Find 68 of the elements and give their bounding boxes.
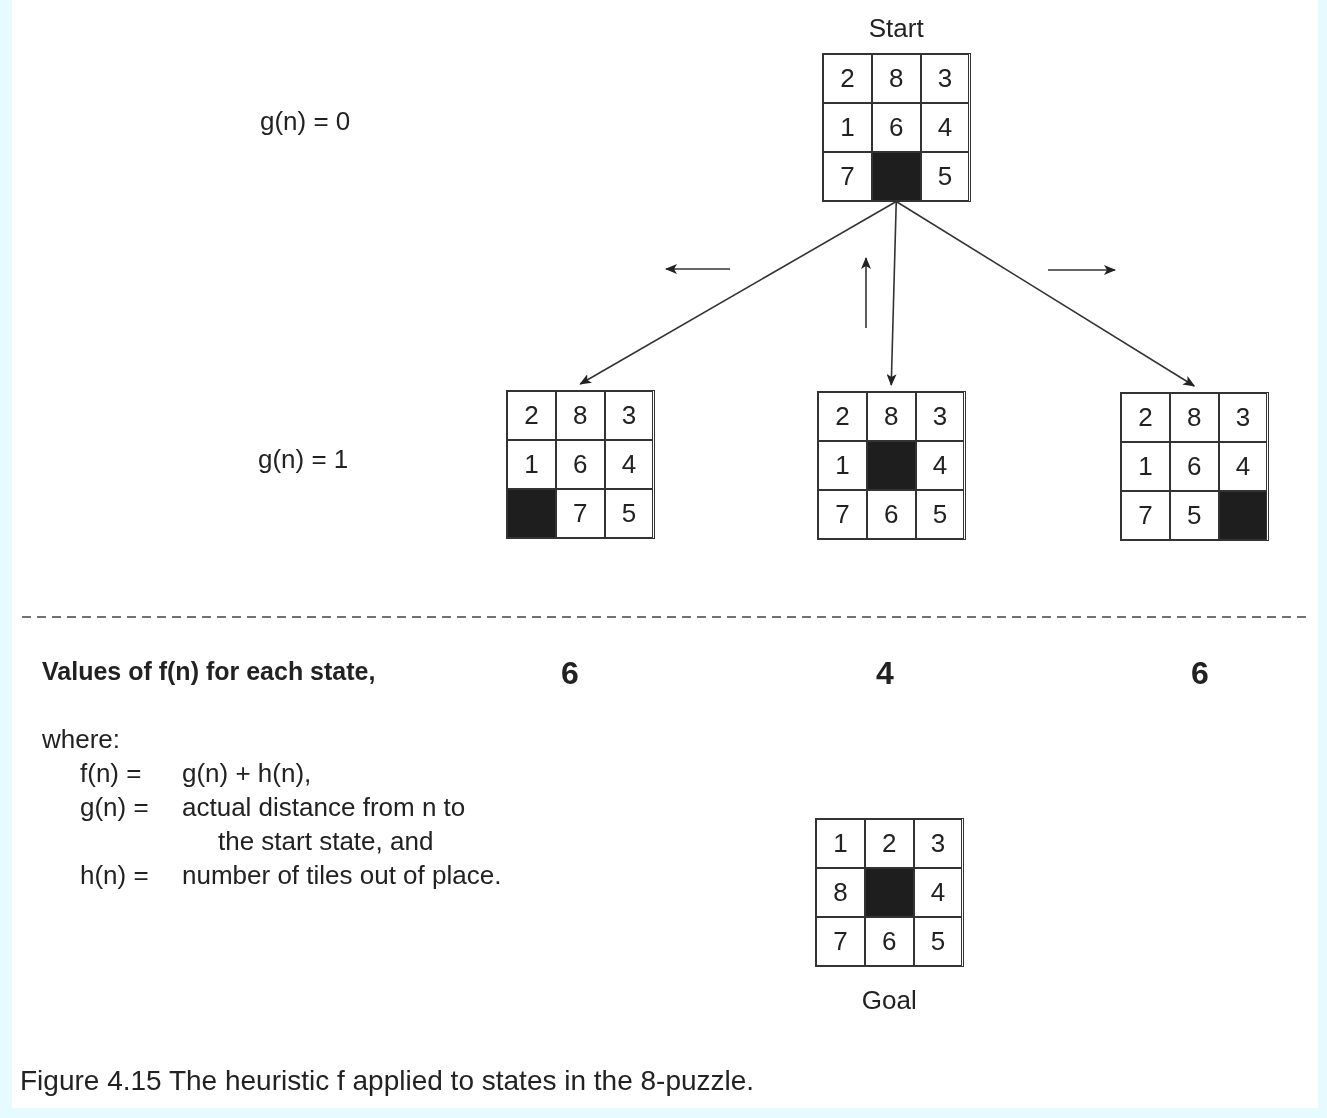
number-tile: 1: [818, 440, 867, 490]
number-tile: 2: [823, 54, 872, 103]
arrow: [895, 200, 1196, 387]
number-tile: 4: [915, 440, 965, 490]
note-text: g(n) = 1: [258, 443, 349, 476]
number-tile: 8: [555, 391, 605, 440]
puzzle-grid: [822, 53, 971, 202]
number-tile: 1: [1121, 441, 1170, 491]
number-tile: 6: [871, 102, 921, 152]
note-text: number of tiles out of place.: [182, 859, 502, 892]
number-tile: 6: [866, 489, 916, 539]
number-tile: 6: [1169, 441, 1219, 491]
f-value: 6: [561, 656, 579, 690]
note-text: f(n) =: [80, 757, 142, 790]
blank-tile: [1218, 490, 1268, 540]
number-tile: 8: [866, 392, 916, 441]
figure-caption: Figure 4.15 The heuristic f applied to states in the 8-puzzle.: [20, 1064, 755, 1098]
number-tile: 5: [1169, 490, 1219, 540]
number-tile: 5: [915, 489, 965, 539]
number-tile: 2: [818, 392, 867, 441]
puzzle-grid: [506, 390, 655, 539]
number-tile: 2: [507, 391, 556, 440]
puzzle-grid: [815, 818, 964, 967]
number-tile: 5: [920, 151, 970, 201]
note-text: Values of f(n) for each state,: [42, 656, 376, 687]
number-tile: 4: [913, 867, 963, 917]
arrow: [886, 200, 898, 386]
blank-tile: [864, 867, 914, 917]
number-tile: 5: [913, 916, 963, 966]
number-tile: 3: [913, 819, 963, 868]
state-caption: Goal: [860, 983, 918, 1017]
arrow: [579, 200, 898, 385]
number-tile: 3: [1218, 393, 1268, 442]
number-tile: 4: [1218, 441, 1268, 491]
number-tile: 8: [816, 867, 865, 917]
number-tile: 7: [823, 151, 872, 201]
number-tile: 8: [871, 54, 921, 103]
number-tile: 3: [915, 392, 965, 441]
note-text: g(n) + h(n),: [182, 757, 312, 790]
number-tile: 2: [1121, 393, 1170, 442]
note-text: g(n) = 0: [260, 105, 351, 138]
number-tile: 4: [920, 102, 970, 152]
puzzle-grid: [1120, 392, 1269, 541]
number-tile: 7: [555, 488, 605, 538]
blank-tile: [507, 488, 556, 538]
state-caption: Start: [867, 12, 925, 45]
note-text: h(n) =: [80, 859, 149, 892]
f-value: 6: [1191, 656, 1209, 690]
number-tile: 7: [818, 489, 867, 539]
f-value: 4: [876, 656, 894, 690]
blank-tile: [866, 440, 916, 490]
blank-tile: [871, 151, 921, 201]
number-tile: 1: [823, 102, 872, 152]
number-tile: 6: [864, 916, 914, 966]
number-tile: 5: [604, 488, 654, 538]
number-tile: 2: [864, 819, 914, 868]
number-tile: 8: [1169, 393, 1219, 442]
puzzle-grid: [817, 391, 966, 540]
number-tile: 7: [1121, 490, 1170, 540]
number-tile: 3: [604, 391, 654, 440]
number-tile: 1: [816, 819, 865, 868]
number-tile: 3: [920, 54, 970, 103]
note-text: where:: [42, 723, 121, 756]
number-tile: 6: [555, 439, 605, 489]
note-text: g(n) =: [80, 791, 149, 824]
number-tile: 1: [507, 439, 556, 489]
number-tile: 4: [604, 439, 654, 489]
number-tile: 7: [816, 916, 865, 966]
